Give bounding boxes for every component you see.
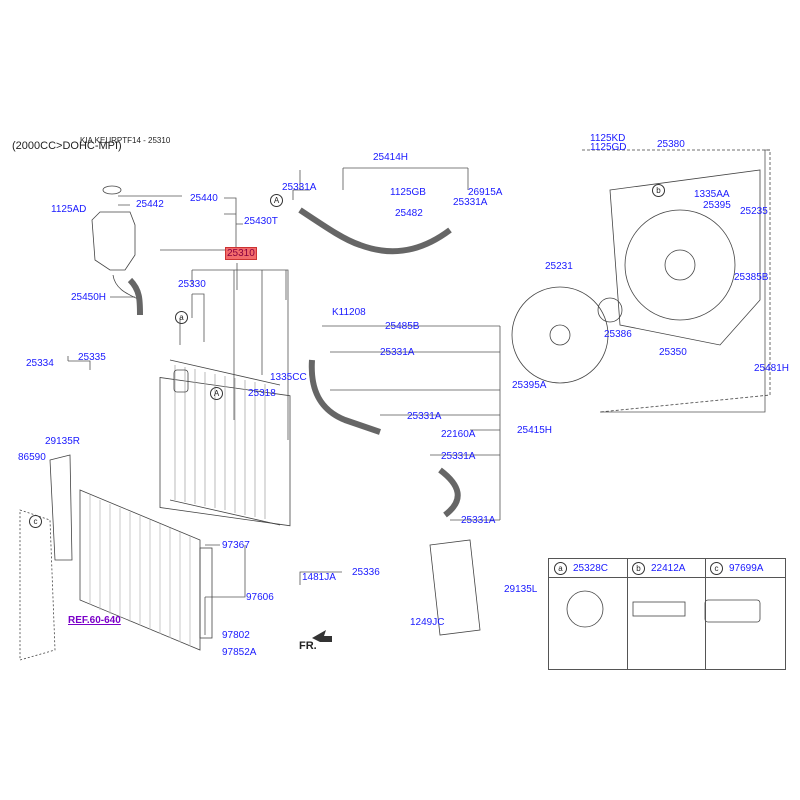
fan-shroud-shape xyxy=(511,169,761,384)
part-label[interactable]: 25395A xyxy=(512,380,547,391)
part-label[interactable]: 25386 xyxy=(604,329,632,340)
hose-shapes xyxy=(127,207,461,518)
part-label[interactable]: 1125KD xyxy=(590,133,626,144)
part-label[interactable]: 1249JC xyxy=(410,617,445,628)
part-label[interactable]: 25334 xyxy=(26,358,54,369)
diagram-subtitle: KIA KEURPTF14 - 25310 xyxy=(80,136,171,145)
legend-cell-b: b 22412A xyxy=(627,559,706,669)
part-label[interactable]: 97852A xyxy=(222,647,257,658)
part-label[interactable]: 1335AA xyxy=(694,189,730,200)
legend-part[interactable]: 22412A xyxy=(651,563,686,574)
reference-link[interactable]: REF.60-640 xyxy=(68,615,121,626)
legend-cell-c: c 97699A xyxy=(705,559,785,669)
part-label[interactable]: 97802 xyxy=(222,630,250,641)
part-label[interactable]: K11208 xyxy=(332,307,366,318)
part-label[interactable]: 25331A xyxy=(407,411,442,422)
part-label[interactable]: 25482 xyxy=(395,208,423,219)
marker-a: a xyxy=(554,562,567,575)
front-arrow-icon xyxy=(312,630,332,642)
diagram-title: (2000CC>DOHC-MPI) xyxy=(12,140,122,152)
part-label[interactable]: 25481H xyxy=(754,363,790,374)
part-label[interactable]: 25350 xyxy=(659,347,687,358)
marker-b: b xyxy=(652,184,665,197)
part-label[interactable]: 25331A xyxy=(441,451,476,462)
part-label[interactable]: 86590 xyxy=(18,452,46,463)
part-label[interactable]: 1125AD xyxy=(51,204,87,215)
part-label[interactable]: 1481JA xyxy=(302,572,336,583)
marker-c: c xyxy=(710,562,723,575)
part-label[interactable]: 29135R xyxy=(45,436,81,447)
part-label[interactable]: 25385B xyxy=(734,272,769,283)
part-label[interactable]: 26915A xyxy=(468,187,503,198)
marker-b: b xyxy=(632,562,645,575)
legend-part[interactable]: 97699A xyxy=(729,563,764,574)
part-label[interactable]: 25231 xyxy=(545,261,573,272)
part-label[interactable]: 25335 xyxy=(78,352,106,363)
part-label[interactable]: 25330 xyxy=(178,279,206,290)
marker-a: a xyxy=(175,311,188,324)
part-label[interactable]: 97606 xyxy=(246,592,274,603)
part-label[interactable]: 25331A xyxy=(380,347,415,358)
legend-cell-a: a 25328C xyxy=(549,559,628,669)
part-label[interactable]: 25331A xyxy=(461,515,496,526)
part-label[interactable]: 25430T xyxy=(244,216,278,227)
part-label[interactable]: 25414H xyxy=(373,152,409,163)
part-label[interactable]: 25415H xyxy=(517,425,553,436)
part-label[interactable]: 25336 xyxy=(352,567,380,578)
front-direction-label: FR. xyxy=(299,640,317,652)
part-label[interactable]: 1125GD xyxy=(590,142,627,153)
legend-icons xyxy=(566,590,761,628)
part-label[interactable]: 25440 xyxy=(190,193,218,204)
part-label[interactable]: 29135L xyxy=(504,584,538,595)
part-label[interactable]: 25442 xyxy=(136,199,164,210)
part-label[interactable]: 25395 xyxy=(703,200,731,211)
part-label[interactable]: 1125GB xyxy=(390,187,426,198)
part-label-selected[interactable]: 25310 xyxy=(225,247,257,260)
bracket-shapes xyxy=(19,454,481,661)
part-label[interactable]: 25331A xyxy=(453,197,488,208)
part-label[interactable]: 25380 xyxy=(657,139,685,150)
part-label[interactable]: 22160A xyxy=(441,429,476,440)
part-label[interactable]: 25235 xyxy=(740,206,768,217)
part-label[interactable]: 97367 xyxy=(222,540,250,551)
marker-A: A xyxy=(270,194,283,207)
marker-c: c xyxy=(29,515,42,528)
fan-assembly-box xyxy=(582,149,771,413)
part-label[interactable]: 25450H xyxy=(71,292,107,303)
label-legend-table: a 25328C b 22412A c 97699A xyxy=(548,558,786,670)
marker-A: A xyxy=(210,387,223,400)
part-label[interactable]: 25485B xyxy=(385,321,420,332)
part-label[interactable]: 25331A xyxy=(282,182,317,193)
part-label[interactable]: 1335CC xyxy=(270,372,307,383)
part-label[interactable]: 25318 xyxy=(248,388,276,399)
radiator-shape xyxy=(159,359,291,527)
legend-part[interactable]: 25328C xyxy=(573,563,609,574)
condenser-shape xyxy=(79,489,213,651)
